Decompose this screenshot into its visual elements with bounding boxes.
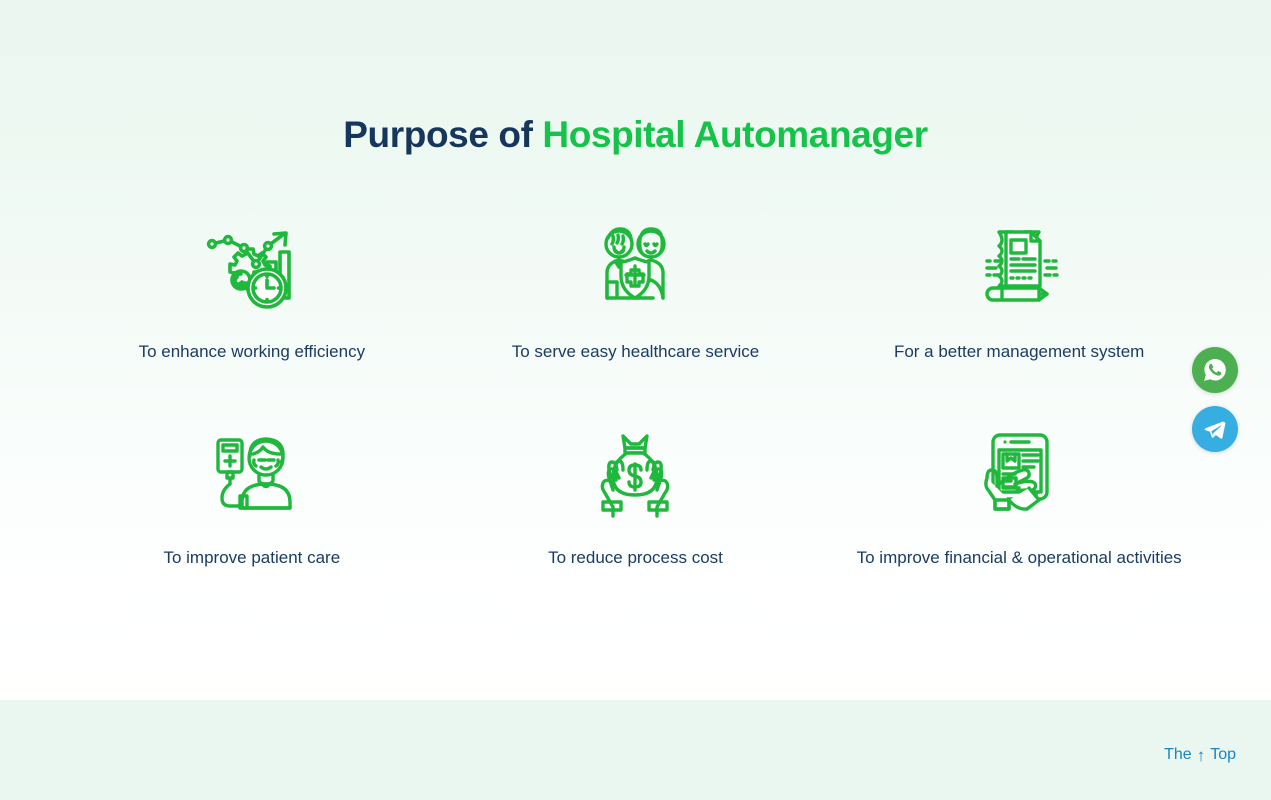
arrow-up-icon: ↑ xyxy=(1196,745,1206,765)
purpose-label: For a better management system xyxy=(893,342,1145,361)
document-scroll-pencil-icon xyxy=(971,218,1067,314)
whatsapp-float-button[interactable] xyxy=(1192,347,1238,393)
healthcare-people-shield-icon xyxy=(587,218,683,314)
telegram-icon xyxy=(1204,421,1226,439)
purpose-label: To reduce process cost xyxy=(548,548,723,567)
hands-money-bag-icon xyxy=(587,424,683,520)
purpose-item-healthcare: To serve easy healthcare service xyxy=(444,206,828,412)
purpose-item-efficiency: To enhance working efficiency xyxy=(60,206,444,412)
purpose-grid: To enhance working efficiency xyxy=(60,206,1211,618)
purpose-section: Purpose of Hospital Automanager xyxy=(0,56,1271,700)
purpose-item-reduce-cost: To reduce process cost xyxy=(444,412,828,618)
page-title-dark: Purpose of xyxy=(343,113,543,155)
efficiency-chart-gear-clock-icon xyxy=(204,218,300,314)
purpose-item-financial-operational: To improve financial & operational activ… xyxy=(827,412,1211,618)
whatsapp-icon xyxy=(1204,359,1226,381)
top-band xyxy=(0,0,1271,56)
purpose-label: To improve financial & operational activ… xyxy=(856,548,1182,567)
back-to-top-link[interactable]: The ↑ Top xyxy=(1164,746,1236,764)
page-title: Purpose of Hospital Automanager xyxy=(0,113,1271,157)
back-to-top-suffix: Top xyxy=(1210,746,1236,763)
page-title-green: Hospital Automanager xyxy=(542,113,928,155)
back-to-top-prefix: The xyxy=(1164,746,1192,763)
telegram-float-button[interactable] xyxy=(1192,406,1238,452)
patient-iv-drip-icon xyxy=(204,424,300,520)
purpose-label: To improve patient care xyxy=(163,548,341,567)
purpose-label: To serve easy healthcare service xyxy=(511,342,760,361)
purpose-label: To enhance working efficiency xyxy=(138,342,366,361)
footer-band xyxy=(0,700,1271,800)
purpose-item-management: For a better management system xyxy=(827,206,1211,412)
purpose-item-patient-care: To improve patient care xyxy=(60,412,444,618)
hand-tablet-invoice-icon xyxy=(971,424,1067,520)
